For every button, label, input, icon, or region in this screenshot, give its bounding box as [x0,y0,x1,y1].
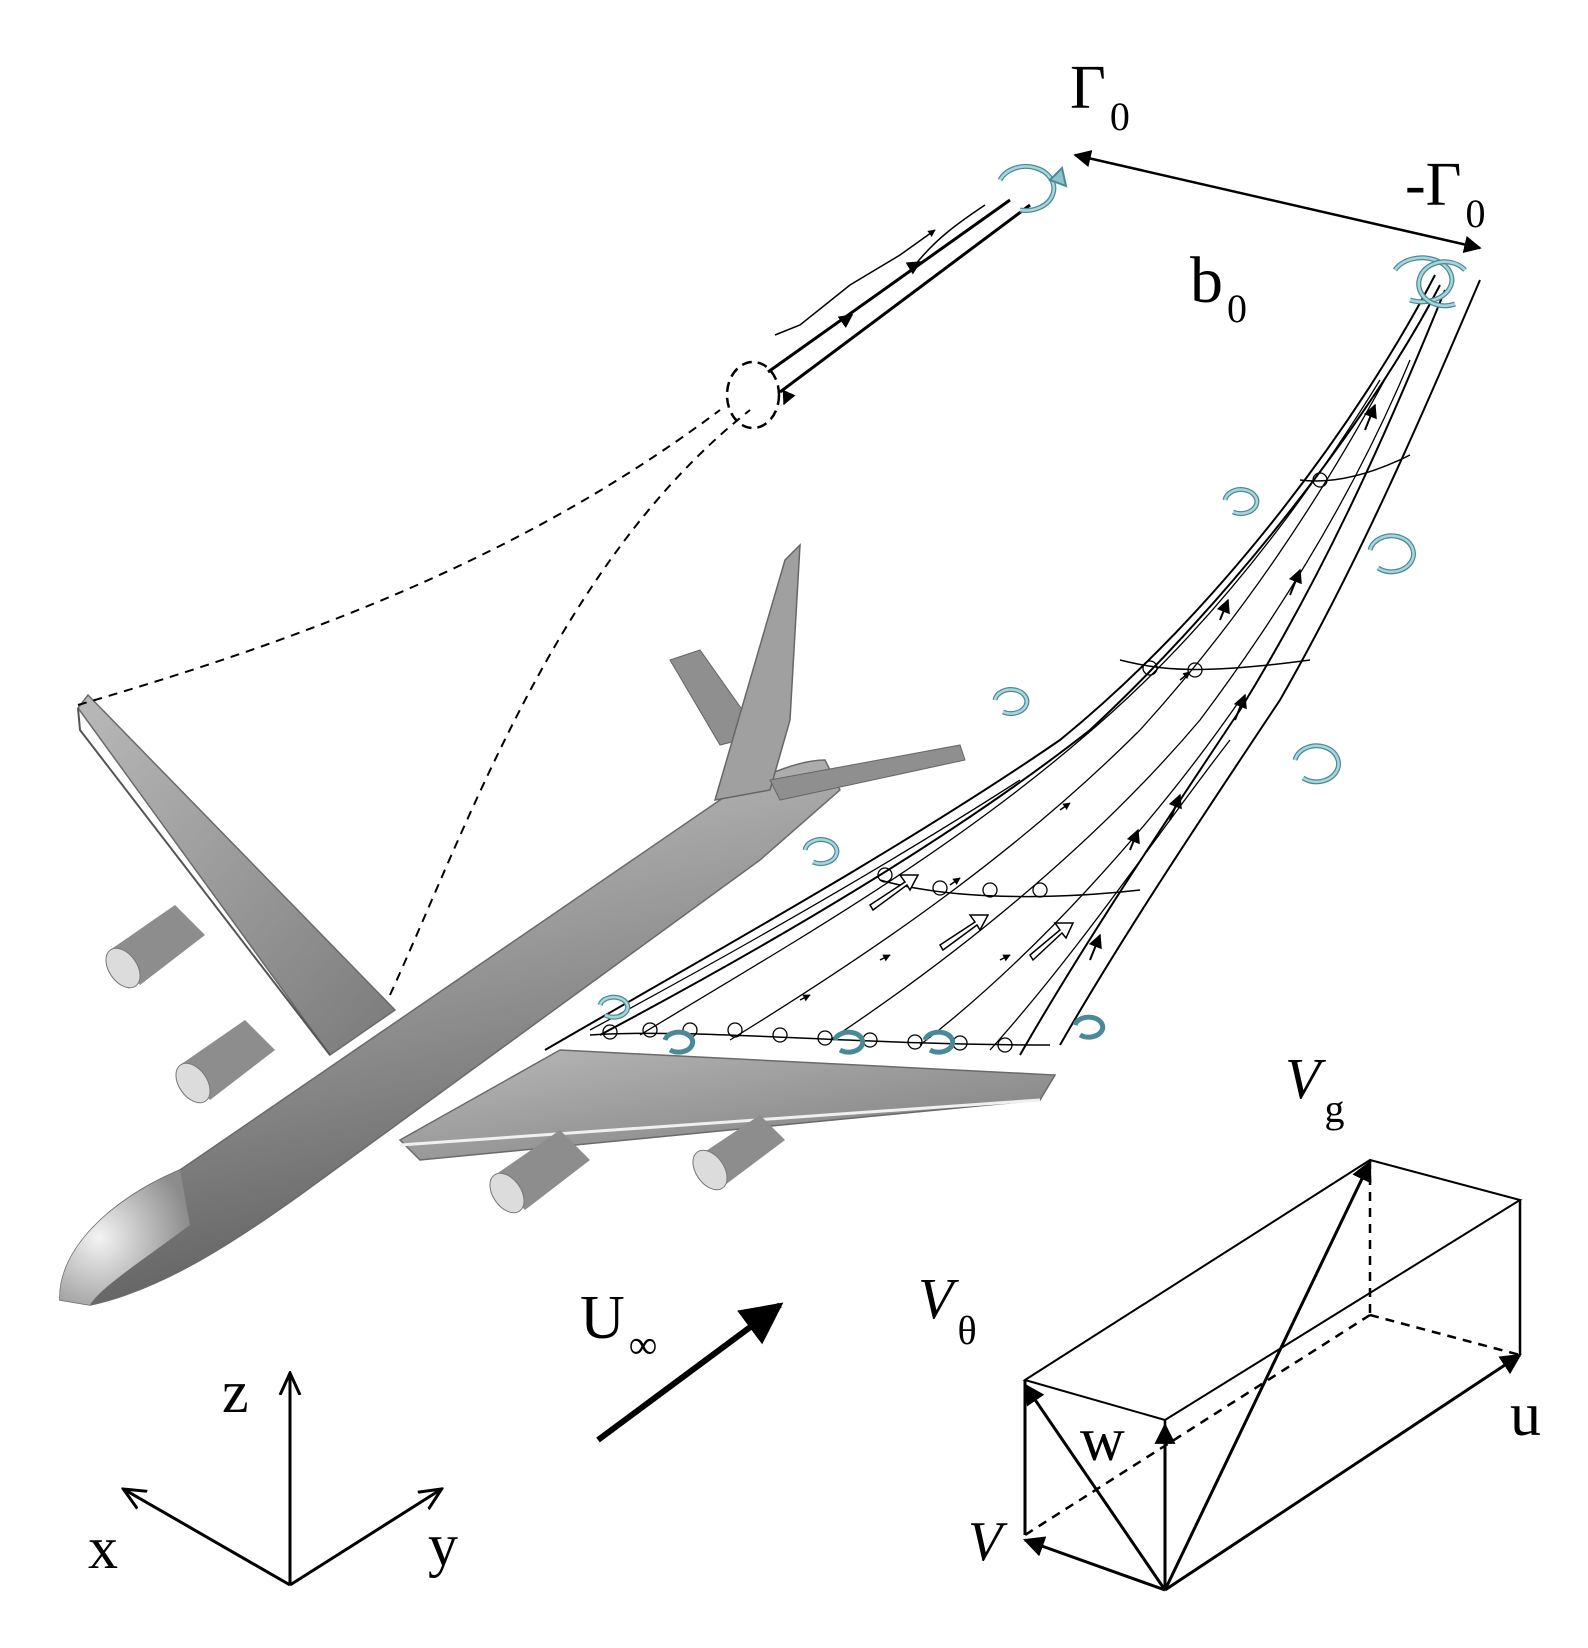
vortex-rotation-right [1392,255,1467,309]
vertical-tail [713,543,801,801]
left-wake-projection [77,198,1031,996]
coordinate-axes [125,1375,440,1587]
wake-sheet [544,274,1481,1056]
aircraft [59,543,1057,1306]
rotation-arrows [597,487,1416,1055]
freestream-label: U∞ [580,1284,657,1367]
w-label: w [1080,1406,1125,1474]
axis-y-label: y [428,1512,458,1578]
v-label: V [968,1511,1008,1573]
downwash-arrows [868,874,1075,962]
right-engines [489,1115,785,1214]
left-wing [77,693,397,1057]
u-label: u [1510,1381,1541,1449]
freestream-arrow [596,1302,784,1443]
trailing-edge-spirals [602,472,1328,1053]
vortex-rotation-left [997,164,1068,213]
streamline-arrows [799,403,1377,1002]
spacing-arrow [1073,149,1482,254]
axis-x-label: x [88,1515,118,1581]
velocity-decomposition-box [1022,1158,1523,1592]
left-engines [105,905,275,1104]
axis-z-label: z [222,1359,249,1425]
